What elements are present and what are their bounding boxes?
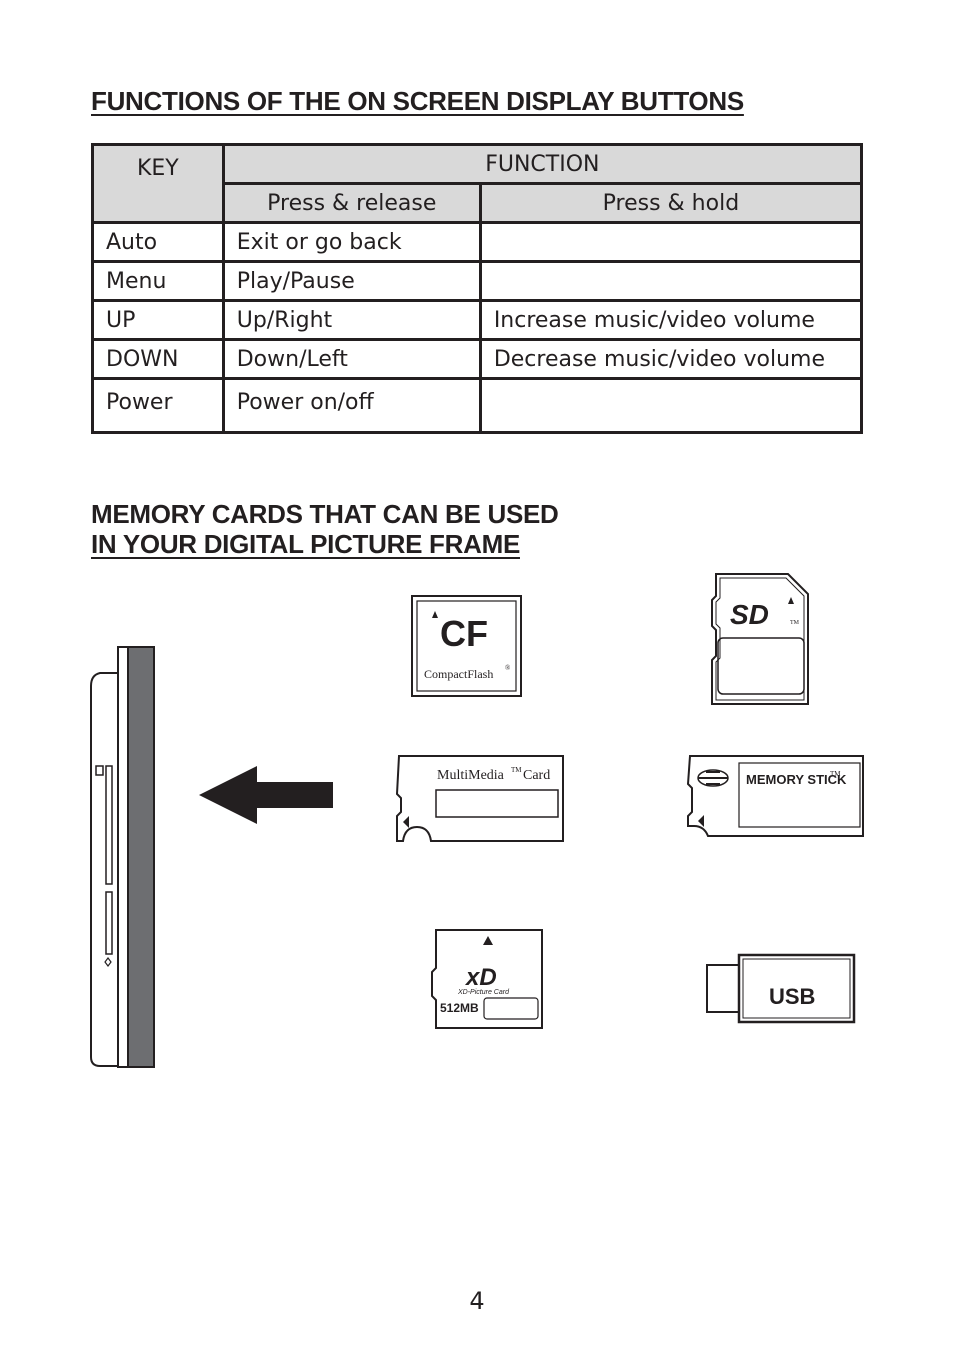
xd-name-text: XD-Picture Card <box>457 989 510 996</box>
heading-line-1: MEMORY CARDS THAT CAN BE USED <box>91 499 559 529</box>
table-row: Auto Exit or go back <box>91 221 864 263</box>
memory-stick-name-text: MEMORY STICK <box>746 772 847 787</box>
mmc-tm-text: TM <box>511 766 522 774</box>
sd-card-icon: SD TM <box>711 573 809 705</box>
press-release-cell: Play/Pause <box>221 260 482 302</box>
memory-stick-tm-text: TM <box>830 770 841 778</box>
compactflash-card-icon: CF CompactFlash ® <box>411 595 522 697</box>
key-cell: Auto <box>91 221 225 263</box>
table-subheader-row: Press & release Press & hold <box>93 182 864 224</box>
memory-stick-icon: MEMORY STICK TM <box>686 755 864 837</box>
xd-picture-card-icon: xD XD-Picture Card 512MB <box>431 929 543 1029</box>
mmc-name-text: MultiMedia <box>437 768 505 783</box>
xd-capacity-text: 512MB <box>440 1001 479 1015</box>
press-hold-cell: Increase music/video volume <box>478 299 864 341</box>
sd-logo-text: SD <box>730 599 769 630</box>
key-column-header: KEY <box>91 143 225 224</box>
section-heading-osd-buttons: FUNCTIONS OF THE ON SCREEN DISPLAY BUTTO… <box>91 86 744 116</box>
press-release-cell: Down/Left <box>221 338 482 380</box>
mmc-suffix-text: Card <box>523 768 550 783</box>
key-cell: Menu <box>91 260 225 302</box>
table-row: Menu Play/Pause <box>91 260 864 302</box>
sd-mark-text: TM <box>790 620 800 626</box>
insert-arrow-icon <box>199 766 333 824</box>
page-number: 4 <box>469 1287 485 1315</box>
press-release-header: Press & release <box>221 182 482 224</box>
cf-mark-text: ® <box>505 664 511 672</box>
press-hold-cell <box>478 221 864 263</box>
key-cell: DOWN <box>91 338 225 380</box>
section-heading-memory-cards: MEMORY CARDS THAT CAN BE USED IN YOUR DI… <box>91 499 559 559</box>
press-release-cell: Exit or go back <box>221 221 482 263</box>
press-release-cell: Up/Right <box>221 299 482 341</box>
key-cell: UP <box>91 299 225 341</box>
press-hold-cell <box>478 377 864 434</box>
heading-line-2: IN YOUR DIGITAL PICTURE FRAME <box>91 529 520 559</box>
table-row: UP Up/Right Increase music/video volume <box>91 299 864 341</box>
press-release-cell: Power on/off <box>221 377 482 434</box>
cf-logo-text: CF <box>440 613 488 654</box>
table-row: Power Power on/off <box>91 377 864 434</box>
cf-name-text: CompactFlash <box>424 667 493 681</box>
press-hold-header: Press & hold <box>478 182 864 224</box>
table-header-row: KEY FUNCTION <box>91 143 864 224</box>
press-hold-cell: Decrease music/video volume <box>478 338 864 380</box>
table-row: DOWN Down/Left Decrease music/video volu… <box>91 338 864 380</box>
press-hold-cell <box>478 260 864 302</box>
multimedia-card-icon: MultiMedia TM Card <box>395 755 564 842</box>
key-cell: Power <box>91 377 225 434</box>
function-column-header: FUNCTION <box>221 143 864 185</box>
osd-buttons-table: KEY FUNCTION Press & release Press & hol… <box>91 143 864 434</box>
picture-frame-side-view <box>90 646 155 1068</box>
usb-label-text: USB <box>769 984 815 1009</box>
xd-logo-text: xD <box>464 964 497 991</box>
usb-drive-icon: USB <box>706 953 856 1024</box>
